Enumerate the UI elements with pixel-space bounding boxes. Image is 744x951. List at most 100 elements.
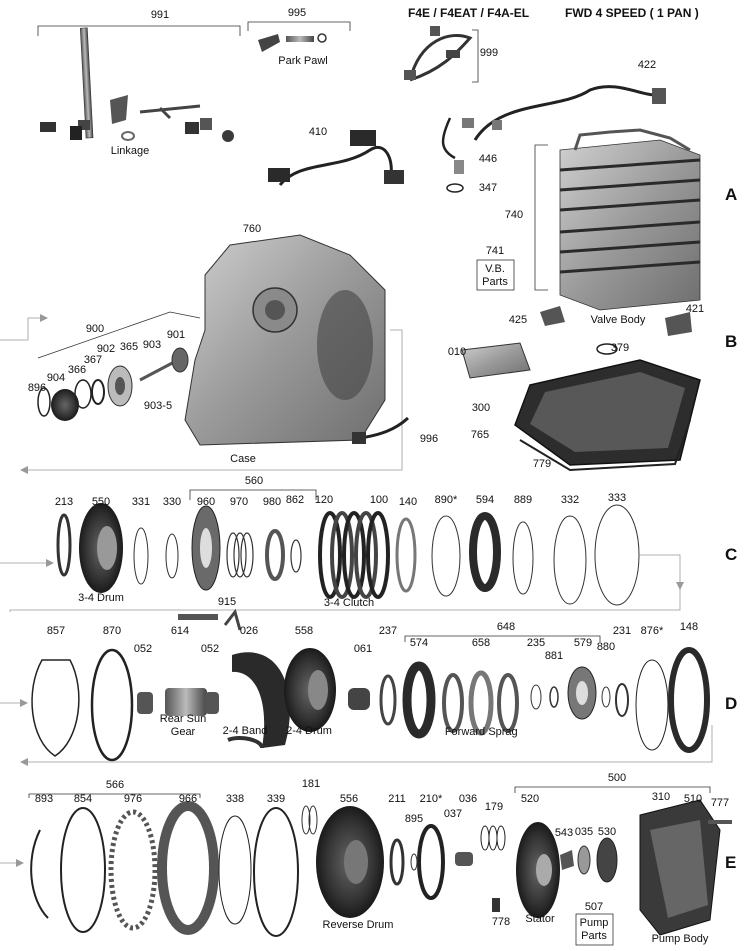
part-number-label: 857 <box>47 625 65 637</box>
part-number-label: 520 <box>521 793 539 805</box>
part-number-label: 996 <box>420 433 438 445</box>
part-number-label: 052 <box>134 643 152 655</box>
model-title: F4E / F4EAT / F4A-EL <box>408 6 529 20</box>
part-number-label: 556 <box>340 793 358 805</box>
part-number-label: 010 <box>448 346 466 358</box>
part-number-label: 889 <box>514 494 532 506</box>
vb-parts-box: V.B. Parts <box>476 259 515 291</box>
part-number-label: 530 <box>598 826 616 838</box>
part-caption: Sprag <box>488 726 517 738</box>
transmission-description: FWD 4 SPEED ( 1 PAN ) <box>565 6 699 20</box>
part-caption: 2-4 Drum <box>286 725 332 737</box>
part-number-label: 179 <box>485 801 503 813</box>
part-number-label: 902 <box>97 343 115 355</box>
part-number-label: 365 <box>120 341 138 353</box>
part-number-label: 904 <box>47 372 65 384</box>
wire-996 <box>352 416 410 444</box>
part-number-label: 211 <box>388 793 406 805</box>
part-number-label: 231 <box>613 625 631 637</box>
park-pawl-parts <box>258 33 327 52</box>
part-caption: Case <box>230 453 256 465</box>
part-number-label: 760 <box>243 223 261 235</box>
part-number-label: 339 <box>267 793 285 805</box>
part-number-label: 148 <box>680 621 698 633</box>
part-caption: Gear <box>171 726 196 738</box>
part-number-label: 579 <box>574 637 592 649</box>
part-number-label: 035 <box>575 826 593 838</box>
section-label-d: D <box>725 694 737 713</box>
part-number-label: 995 <box>288 7 306 19</box>
part-number-label: 574 <box>410 637 428 649</box>
part-number-label: 367 <box>84 354 102 366</box>
part-number-label: 037 <box>444 808 462 820</box>
part-number-label: 560 <box>245 475 263 487</box>
transmission-case <box>184 234 386 446</box>
part-number-label: 181 <box>302 778 320 790</box>
part-number-label: 331 <box>132 496 150 508</box>
section-label-a: A <box>725 185 737 204</box>
part-number-label: 915 <box>218 596 236 608</box>
part-number-label: 330 <box>163 496 181 508</box>
part-number-label: 881 <box>545 650 563 662</box>
part-number-label: 870 <box>103 625 121 637</box>
part-caption: Park Pawl <box>278 55 328 67</box>
wiring-harness-410 <box>268 130 404 186</box>
part-number-label: 510 <box>684 793 702 805</box>
part-number-label: 332 <box>561 494 579 506</box>
section-label-c: C <box>725 545 737 564</box>
part-number-label: 896 <box>28 382 46 394</box>
part-number-label: 980 <box>263 496 281 508</box>
part-number-label: 100 <box>370 494 388 506</box>
part-number-label: 903-5 <box>144 400 172 412</box>
part-number-label: 765 <box>471 429 489 441</box>
part-caption: Pump Body <box>652 933 709 945</box>
part-number-label: 777 <box>711 797 729 809</box>
row-e-parts <box>30 799 732 937</box>
linkage-parts <box>40 27 234 142</box>
wiring-422-446 <box>441 85 666 193</box>
servo-accumulator-parts <box>37 347 189 421</box>
part-number-label: 338 <box>226 793 244 805</box>
part-number-label: 210* <box>420 793 443 805</box>
part-number-label: 862 <box>286 494 304 506</box>
part-number-label: 566 <box>106 779 124 791</box>
part-number-label: 594 <box>476 494 494 506</box>
svg-text:V.B.: V.B. <box>485 263 505 275</box>
part-number-label: 550 <box>92 496 110 508</box>
group-brackets <box>28 21 711 798</box>
part-number-label: 966 <box>179 793 197 805</box>
part-number-label: 052 <box>201 643 219 655</box>
part-number-label: 366 <box>68 364 86 376</box>
part-number-label: 300 <box>472 402 490 414</box>
part-caption: Stator <box>525 913 555 925</box>
part-number-label: 900 <box>86 323 104 335</box>
part-caption: Reverse Drum <box>323 919 394 931</box>
part-number-label: 235 <box>527 637 545 649</box>
part-number-label: 410 <box>309 126 327 138</box>
part-number-label: 741 <box>486 245 504 257</box>
part-number-label: 901 <box>167 329 185 341</box>
oil-filter <box>461 342 618 379</box>
part-number-label: 558 <box>295 625 313 637</box>
part-number-label: 543 <box>555 827 573 839</box>
part-number-label: 379 <box>611 342 629 354</box>
wiring-harness-999 <box>404 26 473 82</box>
part-number-label: 778 <box>492 916 510 928</box>
valve-body-stack <box>559 128 701 311</box>
part-caption: 2-4 Band <box>223 725 268 737</box>
row-c-parts <box>56 503 640 606</box>
pump-parts-box: Pump Parts <box>575 913 614 946</box>
part-number-label: 740 <box>505 209 523 221</box>
part-number-label: 422 <box>638 59 656 71</box>
section-label-e: E <box>725 853 736 872</box>
oil-pan <box>514 359 701 472</box>
section-label-b: B <box>725 332 737 351</box>
part-number-label: 779 <box>533 458 551 470</box>
part-number-label: 893 <box>35 793 53 805</box>
part-number-label: 970 <box>230 496 248 508</box>
part-number-label: 960 <box>197 496 215 508</box>
part-number-label: 895 <box>405 813 423 825</box>
